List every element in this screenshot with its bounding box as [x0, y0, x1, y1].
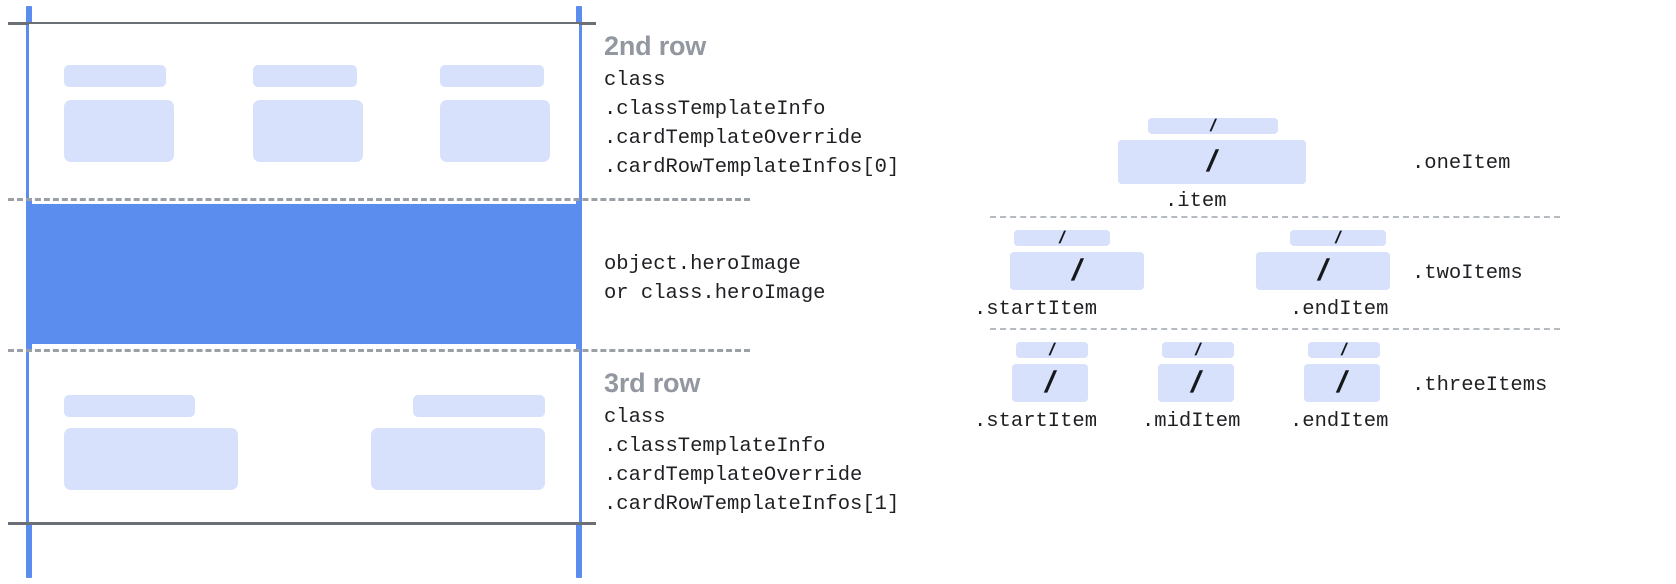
- second-row-heading: 2nd row: [604, 31, 707, 61]
- row-separator-top: [8, 198, 750, 201]
- left-guide-rail: [26, 6, 32, 578]
- one-item-group-label: .oneItem: [1412, 152, 1511, 175]
- two-items-start-main-skeleton: /: [1010, 252, 1144, 290]
- three-items-end-top-skeleton: /: [1308, 342, 1380, 358]
- third-row-code-line-2: .cardTemplateOverride: [604, 464, 863, 487]
- right-guide-rail: [576, 6, 582, 578]
- three-items-end-label: .endItem: [1290, 410, 1389, 433]
- item-group-separator-2: [990, 328, 1560, 330]
- two-items-end-top-skeleton: /: [1290, 230, 1386, 246]
- slash-glyph: /: [1208, 118, 1218, 134]
- three-items-start-label: .startItem: [974, 410, 1098, 433]
- hero-image-annotation: object.heroImage or class.heroImage: [604, 250, 825, 308]
- card-row-diagram: [0, 0, 750, 584]
- third-row-code-line-3: .cardRowTemplateInfos[1]: [604, 493, 900, 516]
- second-row-col1-label-skeleton: [64, 65, 166, 87]
- second-row-col2-value-skeleton: [253, 100, 363, 162]
- third-row-col2-value-skeleton: [371, 428, 545, 490]
- item-group-separator-1: [990, 216, 1560, 218]
- second-row-col3-label-skeleton: [440, 65, 544, 87]
- three-items-end-main-skeleton: /: [1304, 364, 1380, 402]
- third-row-code-line-1: .classTemplateInfo: [604, 435, 826, 458]
- card-top-border: [8, 22, 596, 25]
- third-row-col2-label-skeleton: [413, 395, 545, 417]
- third-row-code-line-0: class: [604, 406, 666, 429]
- second-row-annotation: 2nd row class .classTemplateInfo .cardTe…: [604, 31, 899, 182]
- third-row-annotation: 3rd row class .classTemplateInfo .cardTe…: [604, 368, 899, 519]
- slash-glyph: /: [1314, 254, 1332, 287]
- second-row-col1-value-skeleton: [64, 100, 174, 162]
- second-row-col2-label-skeleton: [253, 65, 357, 87]
- item-layout-diagram: / / .item .oneItem / / .startItem / / .e…: [960, 0, 1676, 584]
- one-item-main-skeleton: /: [1118, 140, 1306, 184]
- second-row-col3-value-skeleton: [440, 100, 550, 162]
- three-items-group-label: .threeItems: [1412, 374, 1548, 397]
- three-items-mid-label: .midItem: [1142, 410, 1241, 433]
- slash-glyph: /: [1057, 230, 1067, 246]
- third-row-heading: 3rd row: [604, 368, 701, 398]
- slash-glyph: /: [1193, 342, 1203, 358]
- third-row-col1-label-skeleton: [64, 395, 195, 417]
- one-item-top-skeleton: /: [1148, 118, 1278, 134]
- row-separator-bottom: [8, 349, 750, 352]
- second-row-code-line-3: .cardRowTemplateInfos[0]: [604, 156, 900, 179]
- two-items-group-label: .twoItems: [1412, 262, 1523, 285]
- two-items-start-top-skeleton: /: [1014, 230, 1110, 246]
- second-row-code-line-0: class: [604, 69, 666, 92]
- slash-glyph: /: [1047, 342, 1057, 358]
- two-items-start-label: .startItem: [974, 298, 1098, 321]
- three-items-mid-top-skeleton: /: [1162, 342, 1234, 358]
- slash-glyph: /: [1203, 145, 1221, 178]
- hero-code-line-0: object.heroImage: [604, 253, 801, 276]
- two-items-end-main-skeleton: /: [1256, 252, 1390, 290]
- slash-glyph: /: [1339, 342, 1349, 358]
- three-items-mid-main-skeleton: /: [1158, 364, 1234, 402]
- slash-glyph: /: [1068, 254, 1086, 287]
- slash-glyph: /: [1333, 230, 1343, 246]
- hero-code-line-1: or class.heroImage: [604, 282, 826, 305]
- second-row-code-line-1: .classTemplateInfo: [604, 98, 826, 121]
- slash-glyph: /: [1041, 366, 1059, 399]
- slash-glyph: /: [1333, 366, 1351, 399]
- second-row-code-line-2: .cardTemplateOverride: [604, 127, 863, 150]
- hero-image-band: [32, 204, 578, 344]
- one-item-cell-label: .item: [1165, 190, 1227, 213]
- card-bottom-border: [8, 522, 596, 525]
- three-items-start-top-skeleton: /: [1016, 342, 1088, 358]
- third-row-col1-value-skeleton: [64, 428, 238, 490]
- three-items-start-main-skeleton: /: [1012, 364, 1088, 402]
- slash-glyph: /: [1187, 366, 1205, 399]
- two-items-end-label: .endItem: [1290, 298, 1389, 321]
